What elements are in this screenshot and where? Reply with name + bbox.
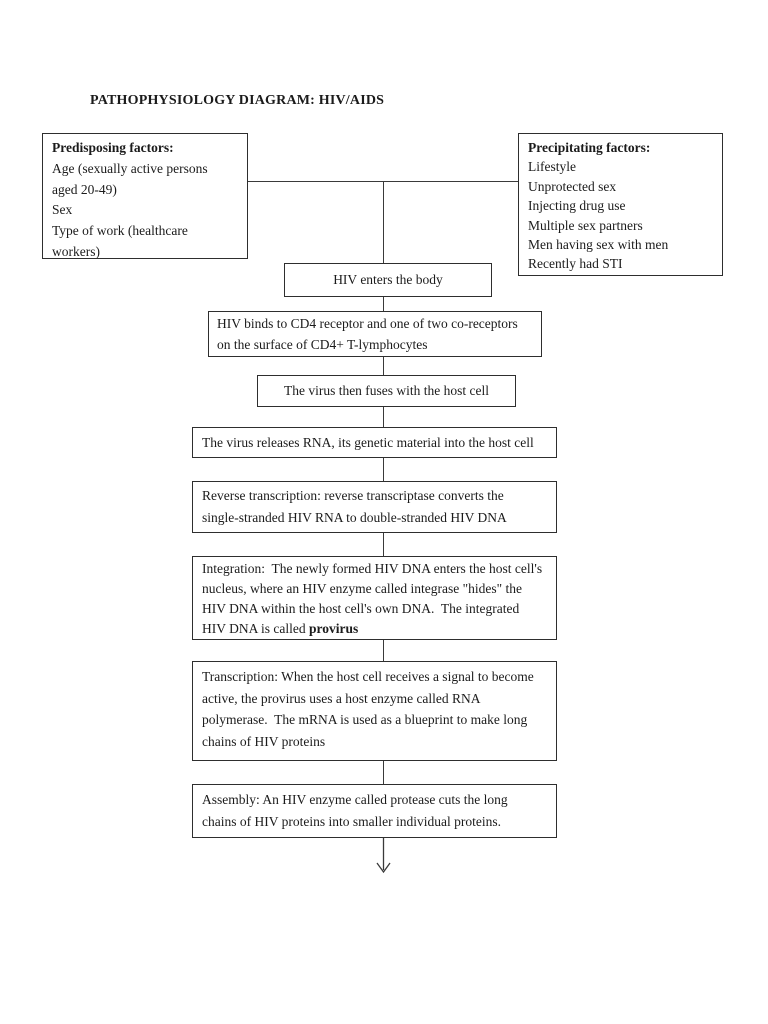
precipitating-line: Men having sex with men [528, 237, 669, 253]
predisposing-line: Sex [52, 202, 73, 218]
flow-line: nucleus, where an HIV enzyme called inte… [202, 581, 523, 596]
flow-line: Transcription: When the host cell receiv… [202, 669, 534, 684]
flow-box-hiv-enters: HIV enters the body [284, 263, 492, 297]
flow-line: Assembly: An HIV enzyme called protease … [202, 792, 508, 807]
flow-line: Integration: The newly formed HIV DNA en… [202, 561, 543, 576]
flow-box-integration: Integration: The newly formed HIV DNA en… [192, 556, 557, 640]
precipitating-line: Unprotected sex [528, 178, 617, 194]
predisposing-line: workers) [52, 243, 100, 259]
flow-line: HIV DNA within the host cell's own DNA. … [202, 601, 520, 616]
connector-line [383, 297, 384, 311]
precipitating-factors-box: Precipitating factors: Lifestyle Unprote… [518, 133, 723, 276]
flow-box-transcription: Transcription: When the host cell receiv… [192, 661, 557, 761]
flow-line: on the surface of CD4+ T-lymphocytes [217, 337, 428, 352]
flow-line: active, the provirus uses a host enzyme … [202, 690, 481, 706]
predisposing-line: Type of work (healthcare [52, 223, 188, 239]
flow-box-reverse-transcription: Reverse transcription: reverse transcrip… [192, 481, 557, 533]
connector-line [383, 458, 384, 481]
flow-box-assembly: Assembly: An HIV enzyme called protease … [192, 784, 557, 838]
page-title: PATHOPHYSIOLOGY DIAGRAM: HIV/AIDS [90, 93, 385, 108]
flow-line: HIV DNA is called provirus [202, 619, 547, 639]
predisposing-line: Age (sexually active persons [52, 160, 208, 176]
precipitating-line: Recently had STI [528, 256, 623, 272]
flow-box-hiv-binds: HIV binds to CD4 receptor and one of two… [208, 311, 542, 357]
connector-line [383, 761, 384, 784]
connector-line [383, 533, 384, 556]
flow-line: polymerase. The mRNA is used as a bluepr… [202, 712, 528, 727]
connector-line [383, 357, 384, 375]
provirus-bold-text: provirus [309, 621, 359, 636]
predisposing-heading: Predisposing factors: [52, 140, 174, 155]
flow-line: chains of HIV proteins [202, 733, 326, 749]
flow-line: chains of HIV proteins into smaller indi… [202, 813, 501, 829]
flow-box-virus-releases-rna: The virus releases RNA, its genetic mate… [192, 427, 557, 458]
predisposing-line: aged 20-49) [52, 181, 117, 197]
integration-last-line-text: HIV DNA is called [202, 621, 309, 636]
precipitating-line: Lifestyle [528, 159, 576, 175]
down-arrow-icon [376, 838, 391, 874]
precipitating-line: Injecting drug use [528, 198, 626, 214]
flow-box-virus-fuses: The virus then fuses with the host cell [257, 375, 516, 407]
precipitating-line: Multiple sex partners [528, 217, 643, 233]
flow-line: Reverse transcription: reverse transcrip… [202, 488, 504, 503]
flow-line: single-stranded HIV RNA to double-strand… [202, 510, 507, 525]
connector-line [383, 407, 384, 427]
connector-line [383, 181, 384, 263]
flow-line: HIV binds to CD4 receptor and one of two… [217, 316, 518, 331]
connector-line [383, 640, 384, 661]
precipitating-heading: Precipitating factors: [528, 140, 651, 155]
predisposing-factors-box: Predisposing factors: Age (sexually acti… [42, 133, 248, 259]
